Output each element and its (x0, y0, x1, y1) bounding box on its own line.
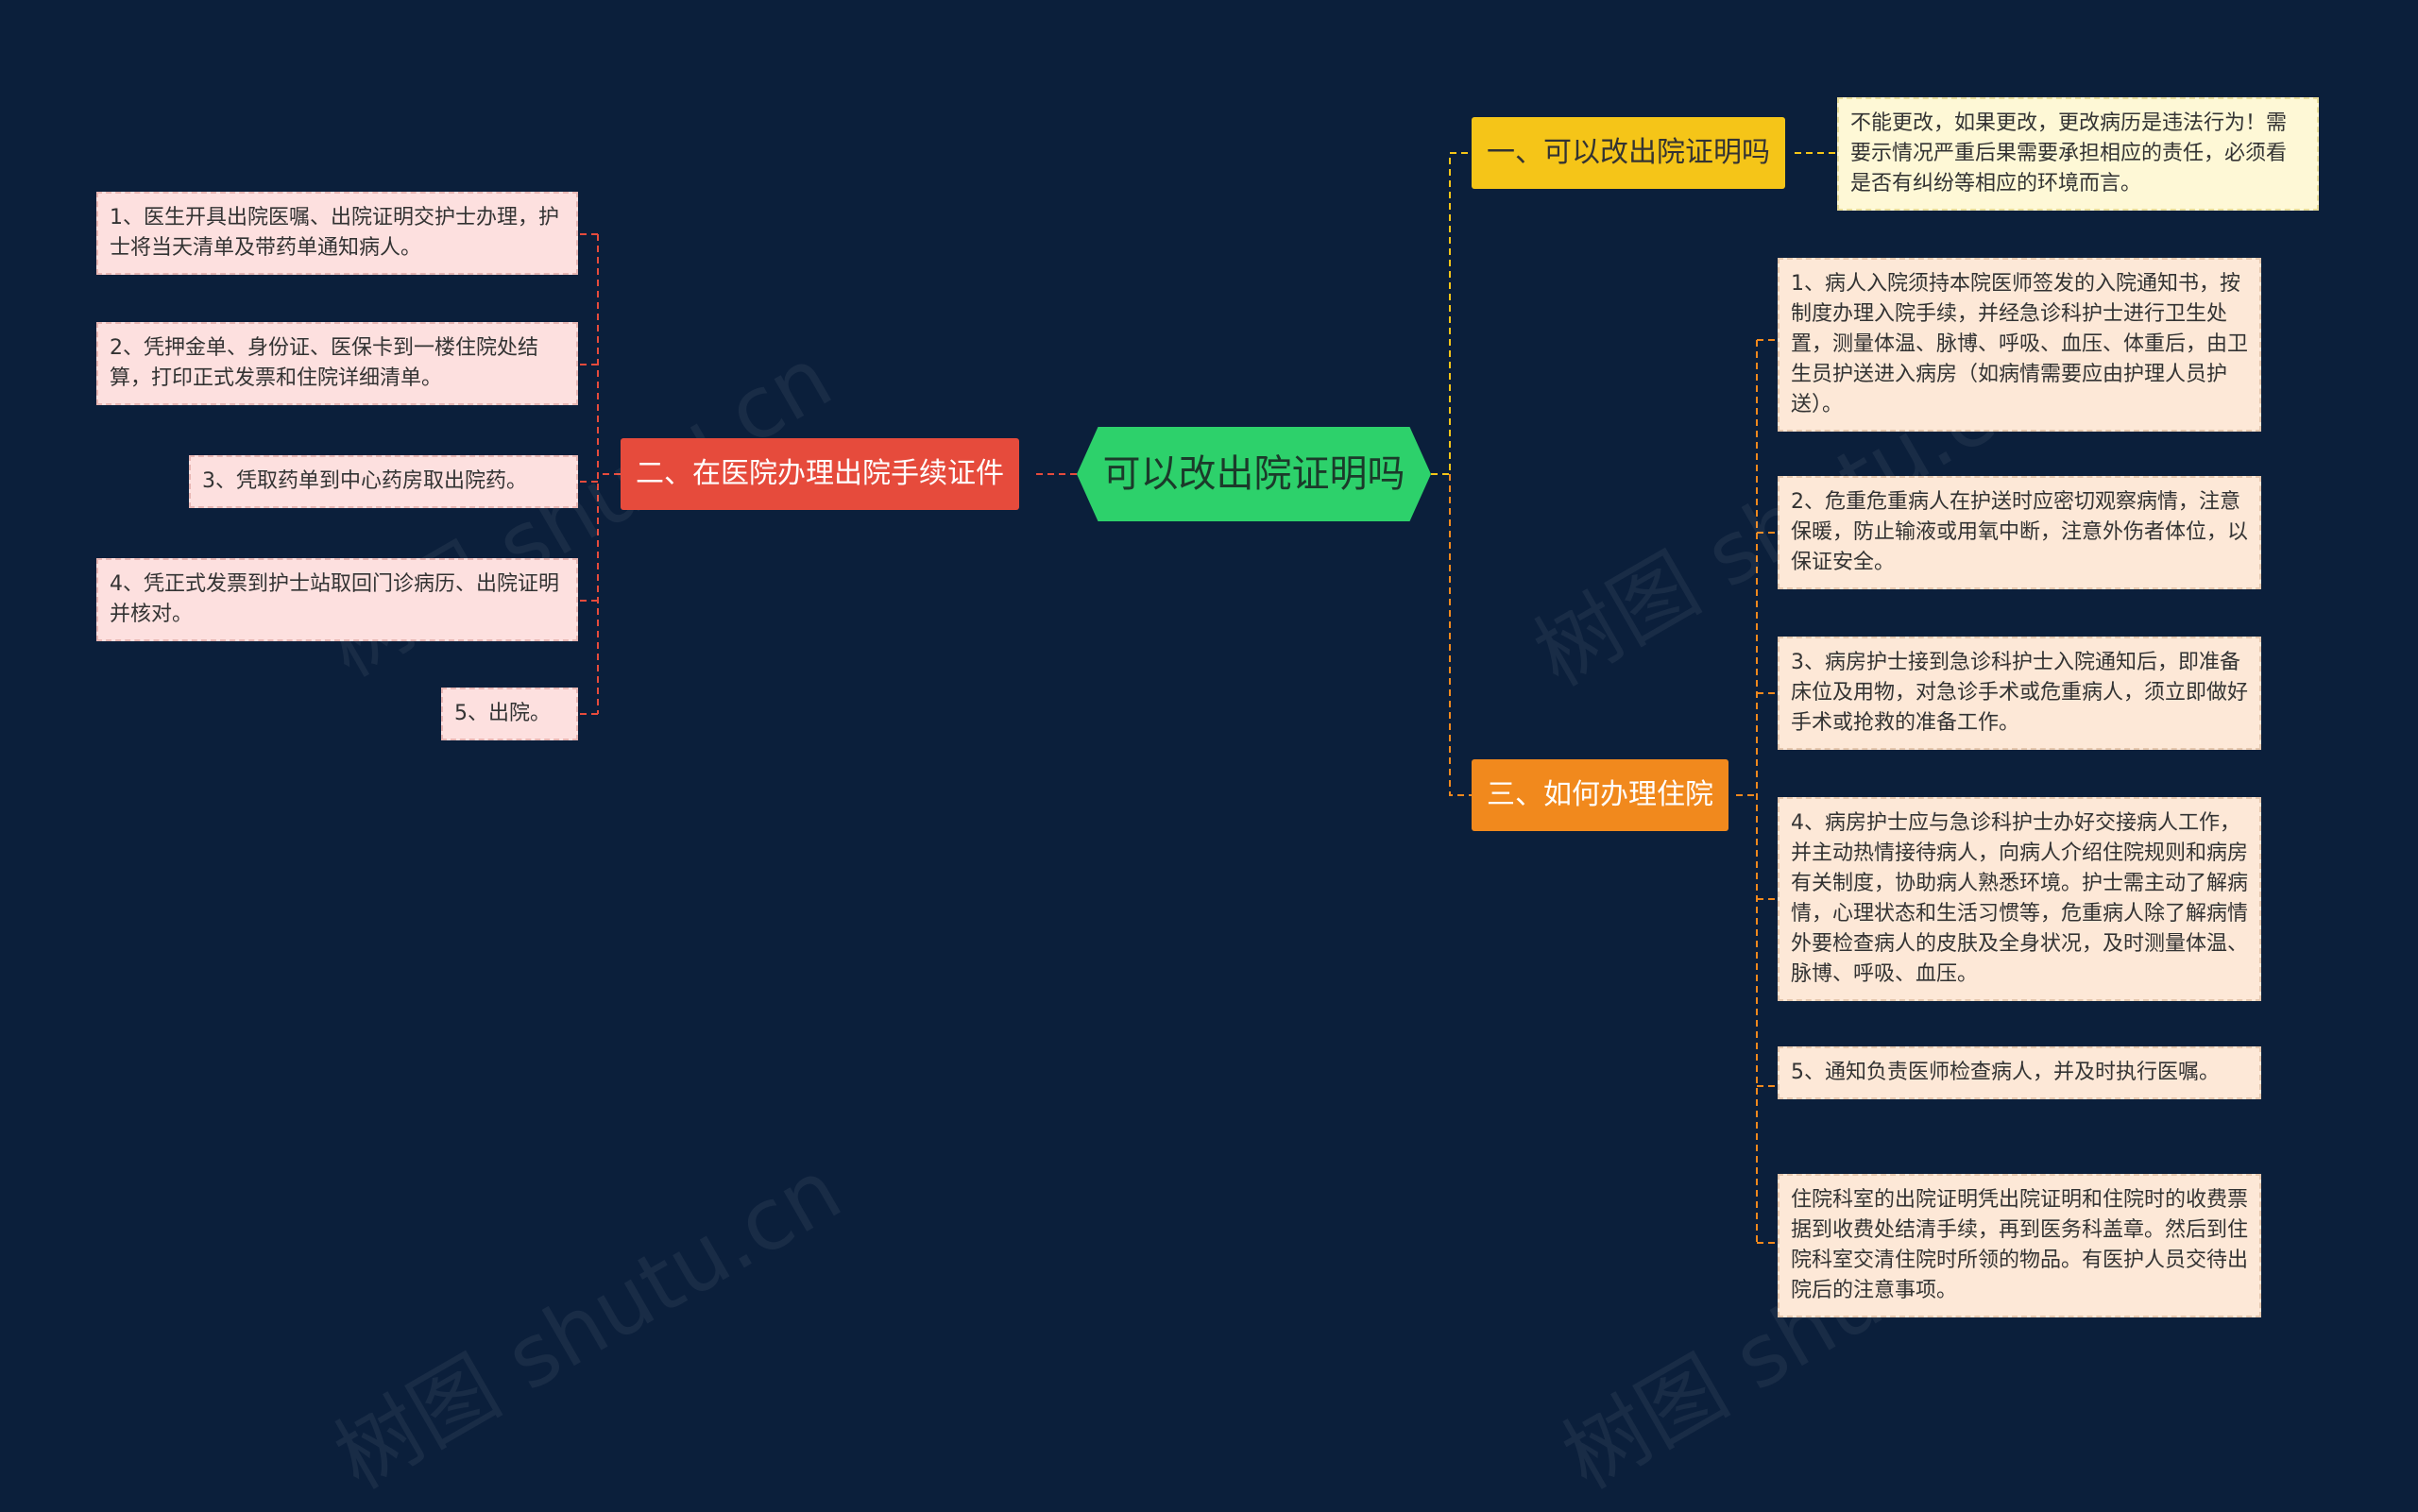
link-root-b1 (1431, 152, 1472, 475)
branch-topic-1[interactable]: 一、可以改出院证明吗 (1472, 117, 1785, 189)
link-root-b3 (1449, 474, 1472, 796)
leaf-b3-1[interactable]: 1、病人入院须持本院医师签发的入院通知书，按制度办理入院手续，并经急诊科护士进行… (1778, 258, 2261, 432)
leaf-b2-3[interactable]: 3、凭取药单到中心药房取出院药。 (189, 455, 578, 508)
connector-lines (578, 152, 1837, 1244)
branch-topic-2[interactable]: 二、在医院办理出院手续证件 (621, 438, 1019, 510)
leaf-b2-4[interactable]: 4、凭正式发票到护士站取回门诊病历、出院证明并核对。 (96, 558, 578, 641)
mindmap-canvas: 树图 shutu.cn 树图 shutu.cn 树图 shutu.cn 树图 s… (96, 97, 2319, 1508)
leaf-b3-5[interactable]: 5、通知负责医师检查病人，并及时执行医嘱。 (1778, 1046, 2261, 1099)
leaf-b3-4[interactable]: 4、病房护士应与急诊科护士办好交接病人工作，并主动热情接待病人，向病人介绍住院规… (1778, 797, 2261, 1001)
leaf-b3-3[interactable]: 3、病房护士接到急诊科护士入院通知后，即准备床位及用物，对急诊手术或危重病人，须… (1778, 637, 2261, 750)
link-b3-trunk (1736, 340, 1758, 1243)
link-b2-trunk (597, 234, 621, 714)
leaf-b2-2[interactable]: 2、凭押金单、身份证、医保卡到一楼住院处结算，打印正式发票和住院详细清单。 (96, 322, 578, 405)
branch-topic-3[interactable]: 三、如何办理住院 (1472, 759, 1728, 831)
leaf-b1-1[interactable]: 不能更改，如果更改，更改病历是违法行为！需要示情况严重后果需要承担相应的责任，必… (1837, 97, 2319, 211)
leaf-b2-5[interactable]: 5、出院。 (441, 688, 578, 740)
leaf-b3-2[interactable]: 2、危重危重病人在护送时应密切观察病情，注意保暖，防止输液或用氧中断，注意外伤者… (1778, 476, 2261, 589)
root-topic[interactable]: 可以改出院证明吗 (1077, 427, 1431, 521)
leaf-b2-1[interactable]: 1、医生开具出院医嘱、出院证明交护士办理，护士将当天清单及带药单通知病人。 (96, 192, 578, 275)
leaf-b3-6[interactable]: 住院科室的出院证明凭出院证明和住院时的收费票据到收费处结清手续，再到医务科盖章。… (1778, 1174, 2261, 1317)
